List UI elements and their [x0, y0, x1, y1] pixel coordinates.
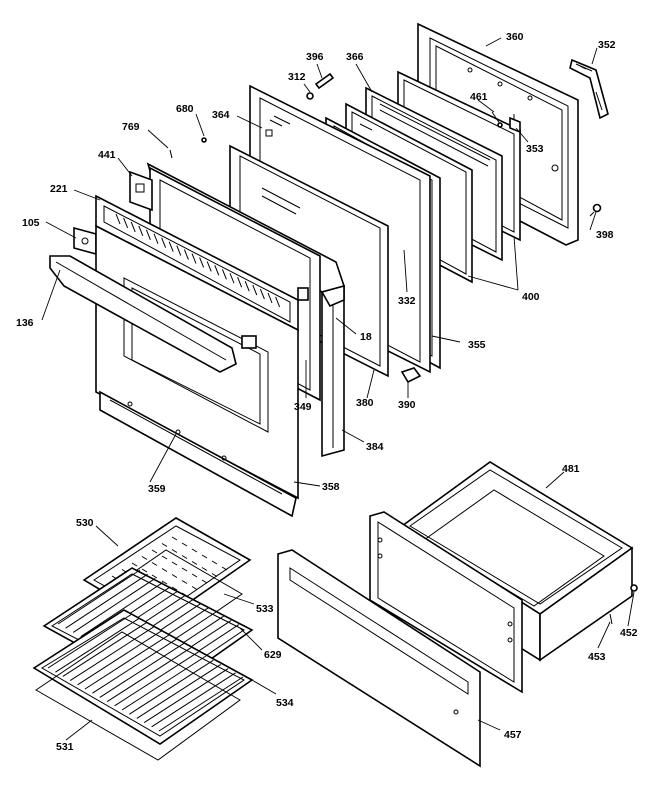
callout-136: 136 — [16, 317, 34, 329]
callout-534: 534 — [276, 697, 294, 709]
oven-rack-531 — [35, 631, 241, 761]
screw-396 — [314, 72, 335, 90]
callout-352: 352 — [598, 39, 616, 51]
screw-453 — [609, 613, 613, 625]
callout-366: 366 — [346, 51, 364, 63]
callout-18: 18 — [360, 331, 372, 343]
bracket-441 — [129, 170, 153, 212]
callout-461: 461 — [470, 91, 488, 103]
bottom-trim-359 — [99, 390, 297, 518]
callout-349: 349 — [294, 401, 312, 413]
callout-358: 358 — [322, 481, 340, 493]
door-hinge-strip — [569, 58, 609, 120]
screw-461 — [491, 111, 503, 128]
callout-360-top: 360 — [506, 31, 524, 43]
callout-332: 332 — [398, 295, 416, 307]
callout-400: 400 — [522, 291, 540, 303]
callout-384: 384 — [366, 441, 384, 453]
plate-105 — [73, 226, 97, 256]
screw-312 — [306, 92, 314, 100]
callout-452: 452 — [620, 627, 638, 639]
callout-221: 221 — [50, 183, 68, 195]
callout-441: 441 — [98, 149, 116, 161]
side-trim-18 — [321, 284, 345, 458]
screw-452 — [630, 584, 638, 592]
oven-rack-534 — [32, 609, 254, 745]
callout-390: 390 — [398, 399, 416, 411]
bumper-390 — [400, 367, 422, 384]
callout-530: 530 — [76, 517, 94, 529]
callout-105: 105 — [22, 217, 40, 229]
callout-481: 481 — [562, 463, 580, 475]
drawer-front-457 — [277, 549, 481, 768]
screw-769 — [169, 149, 173, 159]
callout-769: 769 — [122, 121, 140, 133]
callout-453: 453 — [588, 651, 606, 663]
callout-457: 457 — [504, 729, 522, 741]
callout-680: 680 — [176, 103, 194, 115]
callout-380: 380 — [356, 397, 374, 409]
callout-396: 396 — [306, 51, 324, 63]
callout-312: 312 — [288, 71, 306, 83]
callout-533: 533 — [256, 603, 274, 615]
callout-629: 629 — [264, 649, 282, 661]
callout-labels: 360 352 396 366 312 364 680 769 461 353 … — [16, 31, 638, 753]
callout-531: 531 — [56, 741, 74, 753]
screw-398 — [589, 203, 602, 217]
screw-680 — [201, 137, 207, 143]
outer-door-panel-358 — [95, 224, 299, 500]
callout-398: 398 — [596, 229, 614, 241]
callout-364: 364 — [212, 109, 230, 121]
drawer-liner — [369, 511, 523, 694]
leader-lines — [41, 37, 635, 741]
callout-353: 353 — [526, 143, 544, 155]
door-handle-136 — [49, 255, 237, 373]
callout-355: 355 — [468, 339, 486, 351]
callout-359: 359 — [148, 483, 166, 495]
